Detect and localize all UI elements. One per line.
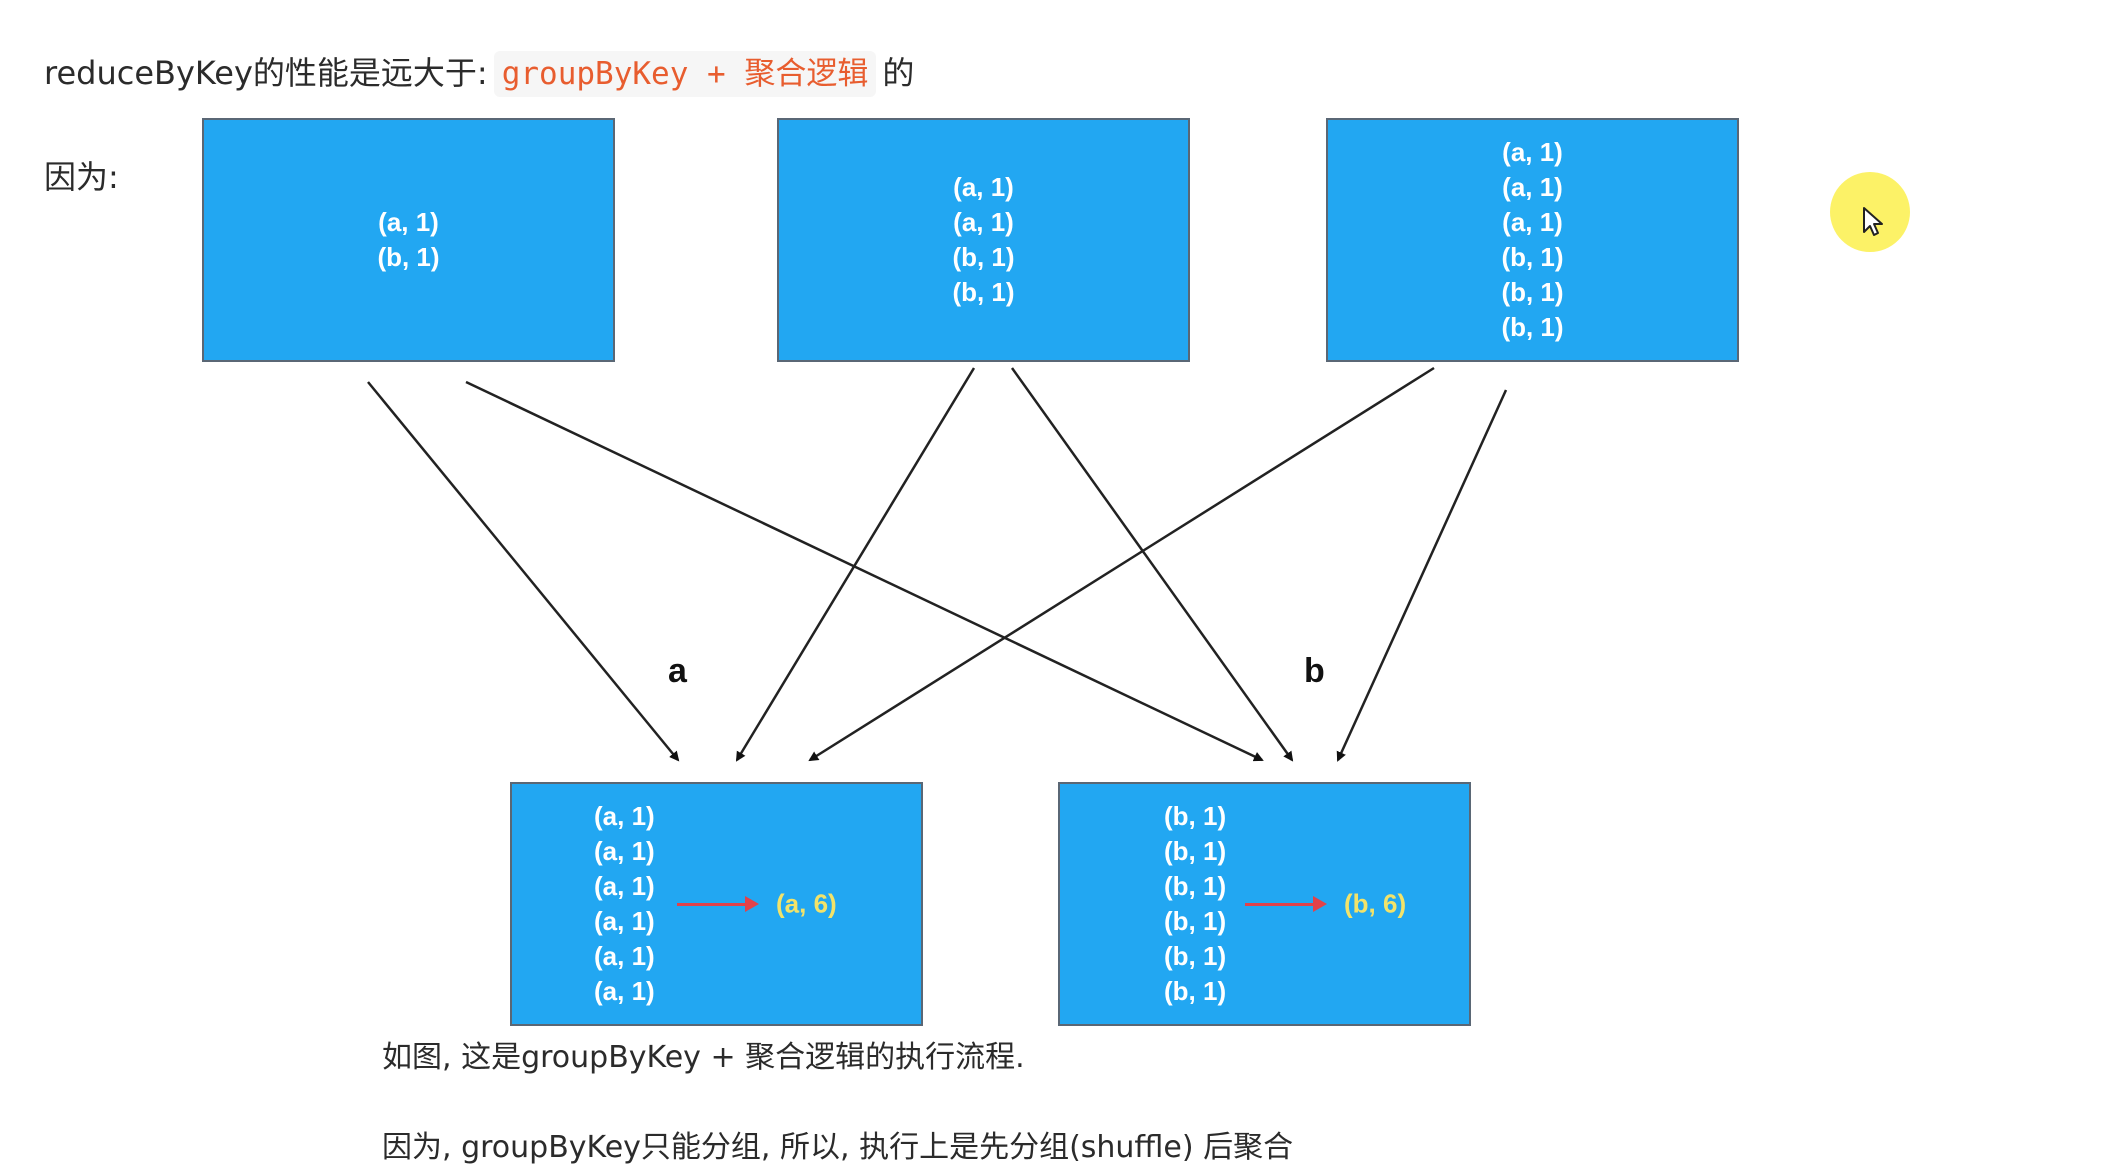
target-box-a: (a, 1) (a, 1) (a, 1) (a, 1) (a, 1) (a, 1… bbox=[510, 782, 923, 1026]
target-box-a-line: (a, 1) bbox=[594, 906, 655, 936]
because-label: 因为: bbox=[44, 158, 119, 196]
source-box-1: (a, 1) (b, 1) bbox=[202, 118, 615, 362]
source-box-3-line: (b, 1) bbox=[1501, 242, 1564, 272]
heading: reduceByKey的性能是远大于:groupByKey + 聚合逻辑的 bbox=[44, 50, 914, 97]
source-box-3-line: (b, 1) bbox=[1501, 312, 1564, 342]
source-box-2-line: (a, 1) bbox=[953, 207, 1014, 237]
target-box-a-line: (a, 1) bbox=[594, 871, 655, 901]
source-box-1-line: (a, 1) bbox=[378, 207, 439, 237]
arrow-src3-to-a bbox=[808, 366, 1435, 762]
source-box-2-line: (a, 1) bbox=[953, 172, 1014, 202]
source-box-2-lines: (a, 1) (a, 1) (b, 1) (b, 1) bbox=[779, 170, 1188, 310]
target-box-a-lines: (a, 1) (a, 1) (a, 1) (a, 1) (a, 1) (a, 1… bbox=[594, 799, 655, 1009]
arrow-src3-to-b bbox=[1336, 389, 1508, 762]
group-label-a: a bbox=[668, 652, 687, 690]
paragraph-1: 如图, 这是groupByKey + 聚合逻辑的执行流程. bbox=[382, 1040, 1025, 1075]
source-box-2-line: (b, 1) bbox=[952, 277, 1015, 307]
source-box-3-line: (b, 1) bbox=[1501, 277, 1564, 307]
target-box-b-lines: (b, 1) (b, 1) (b, 1) (b, 1) (b, 1) (b, 1… bbox=[1164, 799, 1226, 1009]
paragraph-2: 因为, groupByKey只能分组, 所以, 执行上是先分组(shuffle)… bbox=[382, 1130, 1294, 1165]
target-box-a-line: (a, 1) bbox=[594, 801, 655, 831]
target-box-b: (b, 1) (b, 1) (b, 1) (b, 1) (b, 1) (b, 1… bbox=[1058, 782, 1471, 1026]
source-box-3-line: (a, 1) bbox=[1502, 172, 1563, 202]
arrow-src2-to-b bbox=[1010, 367, 1294, 762]
arrow-src1-to-a bbox=[367, 381, 680, 762]
arrow-src1-to-b bbox=[465, 380, 1264, 762]
source-box-3: (a, 1) (a, 1) (a, 1) (b, 1) (b, 1) (b, 1… bbox=[1326, 118, 1739, 362]
target-box-b-line: (b, 1) bbox=[1164, 871, 1227, 901]
source-box-1-lines: (a, 1) (b, 1) bbox=[204, 205, 613, 275]
source-box-3-line: (a, 1) bbox=[1502, 137, 1563, 167]
source-box-3-line: (a, 1) bbox=[1502, 207, 1563, 237]
source-box-2-line: (b, 1) bbox=[952, 242, 1015, 272]
target-box-b-line: (b, 1) bbox=[1164, 976, 1227, 1006]
heading-code: groupByKey + 聚合逻辑 bbox=[493, 51, 877, 97]
group-label-b: b bbox=[1304, 652, 1325, 690]
target-box-b-line: (b, 1) bbox=[1164, 941, 1227, 971]
heading-suffix: 的 bbox=[882, 54, 915, 92]
target-box-b-line: (b, 1) bbox=[1164, 906, 1227, 936]
arrow-src2-to-a bbox=[735, 367, 976, 762]
target-box-a-line: (a, 1) bbox=[594, 836, 655, 866]
result-a: (a, 6) bbox=[776, 888, 837, 919]
source-box-1-line: (b, 1) bbox=[377, 242, 440, 272]
source-box-2: (a, 1) (a, 1) (b, 1) (b, 1) bbox=[777, 118, 1190, 362]
target-box-a-line: (a, 1) bbox=[594, 976, 655, 1006]
target-box-b-line: (b, 1) bbox=[1164, 801, 1227, 831]
aggregate-arrow-b bbox=[1245, 896, 1327, 912]
source-box-3-lines: (a, 1) (a, 1) (a, 1) (b, 1) (b, 1) (b, 1… bbox=[1328, 135, 1737, 345]
target-box-b-line: (b, 1) bbox=[1164, 836, 1227, 866]
aggregate-arrow-a bbox=[677, 896, 759, 912]
target-box-a-line: (a, 1) bbox=[594, 941, 655, 971]
heading-prefix: reduceByKey的性能是远大于: bbox=[44, 54, 488, 92]
mouse-pointer-icon bbox=[1863, 207, 1883, 236]
result-b: (b, 6) bbox=[1344, 888, 1407, 919]
